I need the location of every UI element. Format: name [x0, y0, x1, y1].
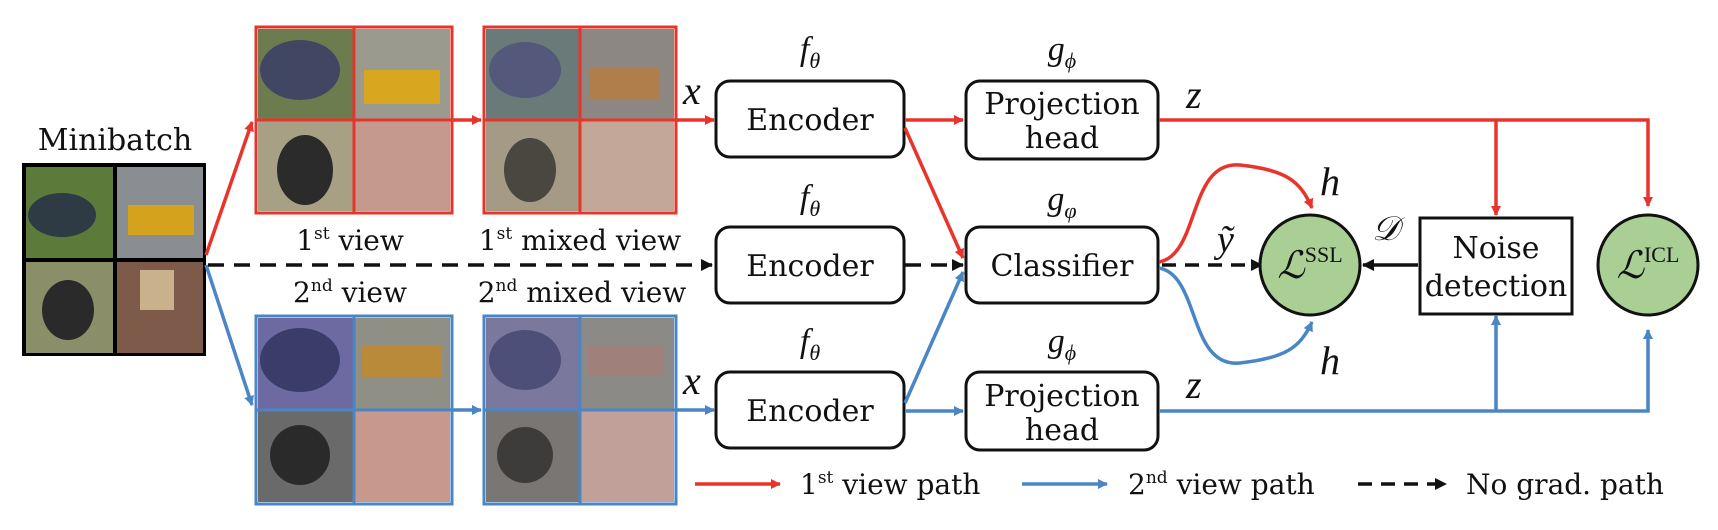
projection-head-top: gϕ Projection head: [964, 31, 1160, 161]
z-symbol-top: z: [1185, 72, 1202, 117]
minibatch-label: Minibatch: [38, 123, 193, 158]
encoder-top: fθ Encoder: [714, 31, 906, 159]
f-theta-middle: fθ: [800, 179, 820, 221]
legend: 1st view path 2nd view path No grad. pat…: [695, 468, 1664, 501]
f-theta-top: fθ: [800, 31, 820, 73]
noise-detection: Noise detection: [1418, 216, 1574, 316]
z-symbol-bottom: z: [1185, 362, 1202, 407]
svg-text:Projection: Projection: [984, 87, 1139, 122]
first-mixed-view-image: [482, 25, 678, 215]
minibatch-image: [22, 163, 206, 356]
arrow-classifier-to-ssl-red: [1158, 163, 1314, 264]
svg-text:head: head: [1025, 121, 1099, 156]
second-view-label: 2nd view: [293, 276, 407, 309]
projection-head-bottom: gϕ Projection head: [964, 323, 1160, 452]
classifier: gφ Classifier: [964, 181, 1160, 305]
first-mixed-view-label: 1st mixed view: [479, 224, 681, 257]
g-varphi: gφ: [1047, 181, 1076, 223]
svg-text:Projection: Projection: [984, 379, 1139, 414]
svg-text:detection: detection: [1425, 269, 1568, 304]
arrow-encoder-top-to-classifier: [903, 127, 965, 259]
svg-text:Noise: Noise: [1452, 231, 1539, 266]
arrow-classifier-to-ssl-blue: [1158, 266, 1314, 365]
svg-text:ℒICL: ℒICL: [1617, 242, 1680, 287]
svg-text:Encoder: Encoder: [746, 394, 874, 429]
arrow-z-top-to-icl: [1159, 118, 1653, 207]
second-view-image: [254, 314, 454, 506]
arrow-minibatch-to-first-view: [204, 121, 254, 256]
arrow-z-bottom-to-icl: [1159, 329, 1653, 413]
arrow-encoder-bottom-to-classifier: [903, 271, 965, 404]
loss-ssl-node: ℒSSL: [1258, 213, 1362, 317]
h-symbol-bottom: h: [1320, 338, 1340, 383]
second-mixed-view-label: 2nd mixed view: [478, 276, 687, 309]
svg-text:ℒSSL: ℒSSL: [1277, 242, 1342, 287]
encoder-middle: fθ Encoder: [714, 179, 906, 305]
arrow-minibatch-to-second-view: [204, 264, 254, 406]
first-view-image: [254, 25, 454, 215]
legend-second-path-label: 2nd view path: [1128, 468, 1315, 501]
first-view-label: 1st view: [296, 224, 404, 257]
g-phi-bottom: gϕ: [1048, 323, 1076, 365]
loss-icl-node: ℒICL: [1596, 213, 1700, 317]
y-tilde-symbol: ỹ: [1213, 219, 1235, 261]
second-mixed-view-image: [482, 314, 678, 506]
svg-text:head: head: [1025, 413, 1099, 448]
d-symbol: 𝒟: [1372, 211, 1405, 248]
legend-first-path-label: 1st view path: [800, 468, 980, 501]
h-symbol-top: h: [1320, 159, 1340, 204]
svg-text:Encoder: Encoder: [746, 103, 874, 138]
svg-text:Encoder: Encoder: [746, 249, 874, 284]
svg-text:Classifier: Classifier: [991, 249, 1135, 284]
x-symbol-top: x: [682, 68, 701, 113]
g-phi-top: gϕ: [1048, 31, 1076, 73]
legend-no-grad-label: No grad. path: [1466, 468, 1664, 501]
f-theta-bottom: fθ: [800, 323, 820, 365]
x-symbol-bottom: x: [682, 358, 701, 403]
encoder-bottom: fθ Encoder: [714, 323, 906, 450]
